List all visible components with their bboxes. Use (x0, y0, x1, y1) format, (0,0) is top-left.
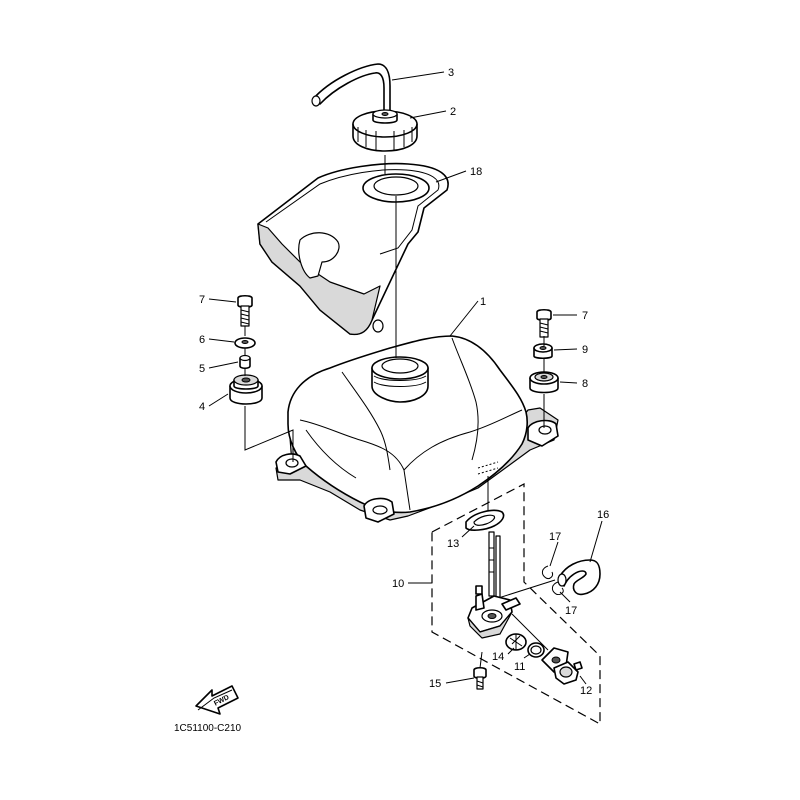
fuel-hose (557, 559, 601, 596)
hose-clip-upper (541, 565, 553, 579)
hose-clip-lower (551, 581, 564, 595)
callout-11: 11 (514, 661, 525, 673)
callout-12: 12 (580, 685, 592, 697)
damper-right (529, 371, 559, 394)
collar-right (533, 343, 553, 360)
washer-left (234, 337, 256, 349)
callout-14: 14 (492, 651, 504, 663)
callout-1: 1 (480, 296, 486, 308)
callout-10: 10 (392, 578, 404, 590)
collar-left (239, 354, 251, 370)
o-ring (527, 642, 545, 658)
damper-left (229, 374, 263, 405)
tank-cover (257, 162, 449, 336)
assembly-axis-lines (244, 155, 556, 669)
callout-16: 16 (597, 509, 609, 521)
fuel-cock-gasket (465, 509, 505, 531)
bolt-right (536, 308, 552, 338)
breather-hose (311, 63, 391, 117)
callout-3: 3 (448, 67, 454, 79)
callout-17-top: 17 (549, 531, 561, 543)
forward-direction-arrow: FWD (195, 685, 239, 715)
fuel-cap (352, 109, 418, 152)
diagram-code: 1C51100-C210 (174, 723, 242, 734)
callout-8: 8 (582, 378, 588, 390)
callout-13: 13 (447, 538, 459, 550)
callout-5: 5 (199, 363, 205, 375)
callout-2: 2 (450, 106, 456, 118)
callout-6: 6 (199, 334, 205, 346)
callout-7-left: 7 (199, 294, 205, 306)
fuel-cock-assembly-boundary (431, 483, 601, 726)
fuel-tank (275, 335, 559, 523)
callouts: 1 2 3 4 5 6 7 7 8 9 10 11 12 13 14 15 16… (199, 67, 609, 697)
filter-disc (505, 633, 527, 651)
callout-4: 4 (199, 401, 205, 413)
callout-15: 15 (429, 678, 441, 690)
callout-9: 9 (582, 344, 588, 356)
callout-17-bottom: 17 (565, 605, 577, 617)
lever-screw (553, 661, 583, 685)
bolt-left (237, 294, 253, 327)
fuel-cock (467, 531, 521, 639)
leader-lines (208, 71, 603, 685)
screw (473, 666, 487, 690)
callout-7-right: 7 (582, 310, 588, 322)
callout-18: 18 (470, 166, 482, 178)
